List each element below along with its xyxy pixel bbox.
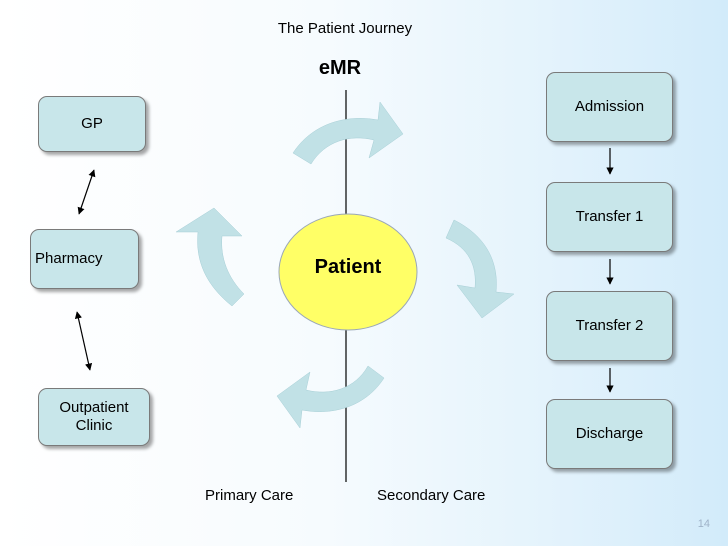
outpatient-clinic-label: Outpatient Clinic xyxy=(59,399,129,434)
pharmacy-label: Pharmacy xyxy=(35,250,103,267)
cycle-arrow-left xyxy=(175,207,245,307)
cycle-arrow-bottom xyxy=(276,365,385,429)
gp-label: GP xyxy=(81,115,103,132)
admission-box: Admission xyxy=(546,72,673,142)
admission-label: Admission xyxy=(574,98,645,115)
discharge-box: Discharge xyxy=(546,399,673,469)
transfer-1-label: Transfer 1 xyxy=(575,208,644,225)
transfer-2-label: Transfer 2 xyxy=(575,317,644,334)
gp-box: GP xyxy=(38,96,146,152)
discharge-label: Discharge xyxy=(575,425,644,442)
arrow-gp-pharmacy xyxy=(77,169,96,215)
pharmacy-box: Pharmacy xyxy=(30,229,139,289)
page-number: 14 xyxy=(697,518,710,530)
patient-label: Patient xyxy=(314,256,382,278)
arrow-pharmacy-outpatient xyxy=(74,311,93,371)
emr-label: eMR xyxy=(318,57,362,79)
outpatient-clinic-box: Outpatient Clinic xyxy=(38,388,150,446)
transfer-2-box: Transfer 2 xyxy=(546,291,673,361)
primary-care-label: Primary Care xyxy=(205,487,294,504)
patient-ellipse xyxy=(278,213,418,331)
cycle-arrow-right xyxy=(445,219,515,319)
cycle-arrow-top xyxy=(292,101,404,165)
secondary-care-label: Secondary Care xyxy=(377,487,486,504)
diagram-title: The Patient Journey xyxy=(277,20,413,37)
transfer-1-box: Transfer 1 xyxy=(546,182,673,252)
